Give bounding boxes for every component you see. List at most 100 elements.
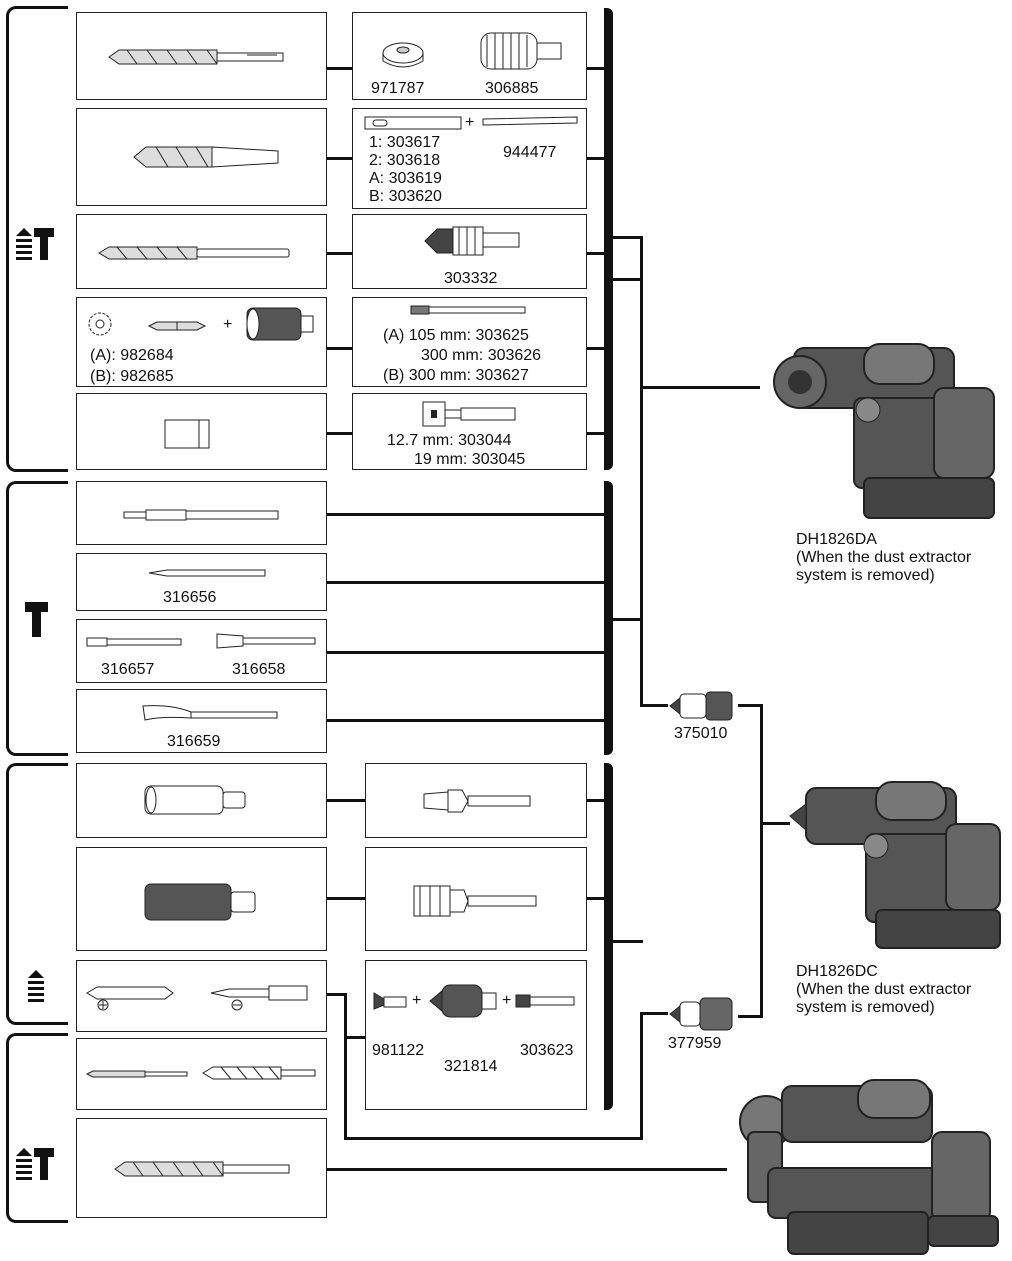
connector-line	[327, 432, 352, 435]
dust-cup-icon	[379, 35, 427, 75]
connector-line	[640, 386, 760, 389]
bull-point-sds-box	[76, 481, 327, 545]
part-303332: 303332	[444, 269, 497, 288]
model-da-note-line2: system is removed)	[796, 566, 935, 585]
part-303626: 300 mm: 303626	[421, 346, 541, 365]
square-drive-adapter-box: 12.7 mm: 303044 19 mm: 303045	[352, 393, 587, 470]
connector-line	[327, 1168, 727, 1171]
part-303045: 19 mm: 303045	[414, 450, 525, 469]
dust-extractor-drill-bit-box	[76, 1118, 327, 1218]
taper-sleeve-icon	[363, 115, 463, 131]
rotary-hammer-dust-extractor-icon	[728, 1072, 1004, 1258]
part-375010: 375010	[674, 724, 727, 743]
chuck-adapter-box: 303332	[352, 214, 587, 289]
connector-line	[640, 236, 643, 706]
connector-line	[613, 278, 643, 281]
phillips-bit-icon	[85, 983, 175, 1011]
rotary-hammer-da-icon	[764, 338, 1004, 524]
group-bus-bar	[604, 763, 613, 1110]
diamond-core-icon	[141, 880, 261, 924]
center-pin-icon	[147, 320, 207, 332]
part-303625: (A) 105 mm: 303625	[383, 326, 529, 345]
holesaw-box	[76, 763, 327, 838]
saw-disc-icon	[87, 310, 113, 338]
keyless-chuck-icon	[423, 221, 523, 259]
quick-chuck-375010-icon	[666, 688, 738, 724]
connector-line	[327, 719, 607, 722]
connector-line	[738, 704, 762, 707]
straight-drill-bit-icon	[97, 243, 292, 263]
square-drive-adapter-icon	[421, 400, 519, 428]
mode-group-rotation-hammer-dust	[6, 1033, 68, 1223]
connector-line	[344, 1036, 365, 1039]
connector-line	[640, 1012, 643, 1140]
quick-chuck-377959-icon	[666, 994, 738, 1034]
taper-drill-bit-icon	[132, 141, 282, 171]
slotted-bit-icon	[209, 983, 313, 1011]
drift-icon	[481, 115, 581, 131]
part-316657: 316657	[101, 660, 154, 679]
core-bit-box: + (A): 982684 (B): 982685	[76, 297, 327, 387]
rotation-only-icon	[26, 970, 46, 1002]
bit-holder-icon	[372, 991, 408, 1011]
model-dc-note-line1: (When the dust extractor	[796, 980, 971, 999]
pointed-chisel-icon	[147, 568, 267, 578]
taper-drill-bit-box	[76, 108, 327, 206]
connector-line	[640, 1012, 668, 1015]
straight-drill-bit-box	[76, 214, 327, 289]
clay-spade-box: 316659	[76, 689, 327, 753]
connector-line	[327, 347, 352, 350]
connector-line	[327, 157, 352, 160]
sds-drill-bit-box	[76, 12, 327, 100]
socket-icon	[163, 418, 213, 450]
model-dc-title: DH1826DC	[796, 962, 878, 981]
group-bus-bar	[604, 481, 613, 755]
part-303627: (B) 300 mm: 303627	[383, 366, 529, 385]
part-321814: 321814	[444, 1057, 497, 1076]
connector-line	[327, 897, 365, 900]
model-dc-note-line2: system is removed)	[796, 998, 935, 1017]
screwdriver-bits-box	[76, 960, 327, 1032]
holesaw-adapter-icon	[422, 786, 534, 816]
model-da-title: DH1826DA	[796, 530, 877, 549]
connector-line	[738, 1015, 763, 1018]
part-303620: B: 303620	[369, 187, 442, 206]
core-bit-adapter-box	[365, 847, 587, 951]
auger-bit-icon	[201, 1063, 317, 1083]
core-bit-code-a: (A): 982684	[90, 346, 174, 365]
connector-line	[327, 799, 365, 802]
connector-line	[760, 704, 763, 1018]
plus-sign: +	[223, 315, 232, 334]
rotation-with-hammering-icon	[12, 1142, 56, 1182]
part-971787: 971787	[371, 79, 424, 98]
connector-line	[613, 236, 643, 239]
dust-collector-icon	[479, 27, 565, 75]
plus-sign: +	[412, 991, 421, 1010]
core-bit-icon	[245, 306, 315, 342]
rotation-with-hammering-icon	[12, 222, 56, 262]
part-306885: 306885	[485, 79, 538, 98]
connector-line	[327, 581, 607, 584]
scaling-chisel-icon	[215, 632, 319, 650]
core-bit-adapter-icon	[410, 876, 540, 926]
core-bit-code-b: (B): 982685	[90, 367, 174, 386]
connector-line	[344, 1137, 642, 1140]
part-303618: 2: 303618	[369, 151, 440, 170]
extension-bar-icon	[409, 304, 529, 316]
bull-point-box: 316656	[76, 553, 327, 611]
plus-sign: +	[465, 113, 474, 132]
bull-point-icon	[122, 508, 282, 522]
part-303044: 12.7 mm: 303044	[387, 431, 512, 450]
diamond-core-box	[76, 847, 327, 951]
connector-line	[613, 940, 643, 943]
keyed-chuck-icon	[428, 975, 498, 1025]
connector-line	[327, 513, 607, 516]
chuck-set-box: + + 981122 321814 303623	[365, 960, 587, 1110]
sds-drill-bit-icon	[107, 47, 287, 67]
part-377959: 377959	[668, 1034, 721, 1053]
connector-line	[327, 252, 352, 255]
twist-drill-icon	[85, 1069, 189, 1079]
connector-line	[640, 704, 668, 707]
chuck-adapter-shank-icon	[514, 991, 576, 1011]
cold-chisel-box: 316657 316658	[76, 619, 327, 683]
